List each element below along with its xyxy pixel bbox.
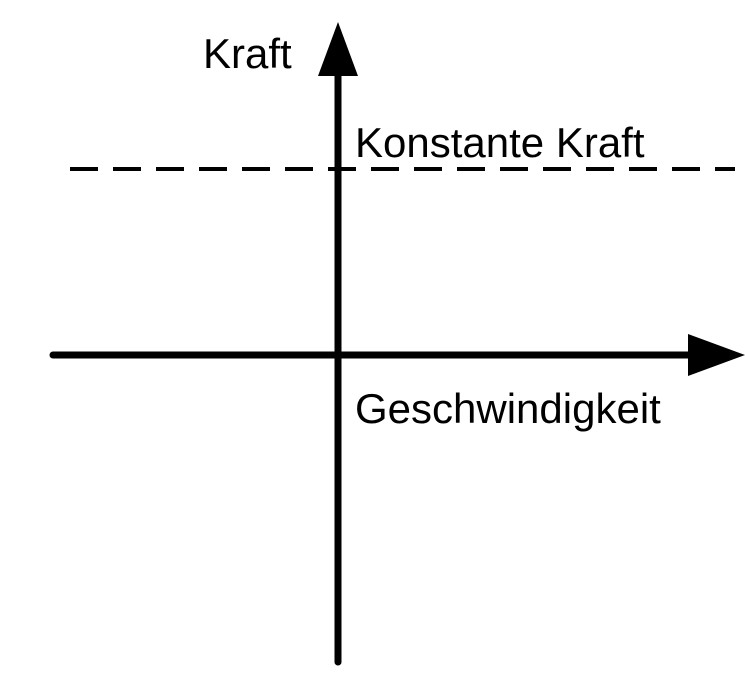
x-axis-arrowhead (688, 334, 745, 376)
x-axis-label: Geschwindigkeit (355, 385, 661, 432)
constant-force-label: Konstante Kraft (355, 119, 645, 166)
y-axis-label: Kraft (203, 30, 292, 77)
y-axis-arrowhead (318, 22, 358, 76)
